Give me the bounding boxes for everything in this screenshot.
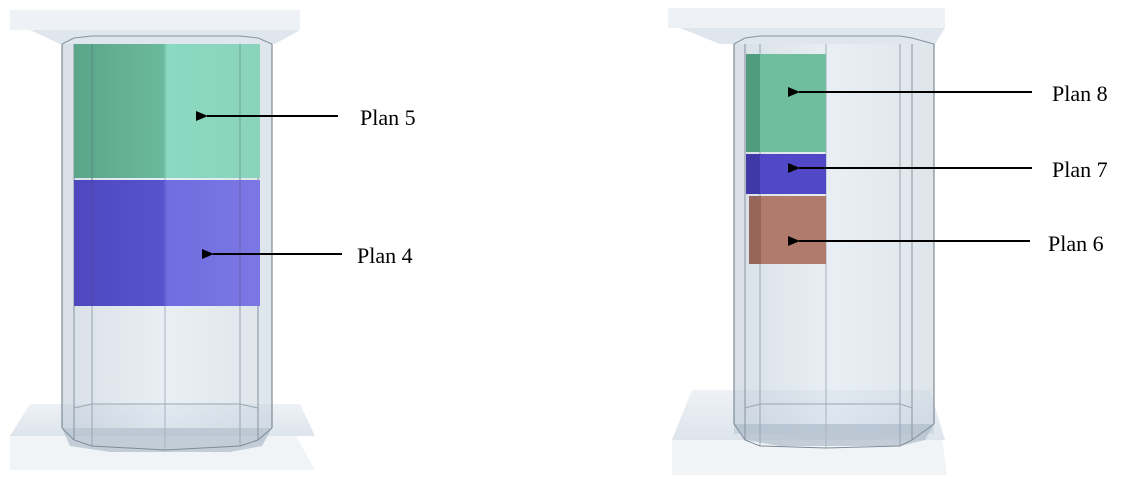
plan5-label: Plan 5 <box>360 105 416 130</box>
plan7-label: Plan 7 <box>1052 157 1108 182</box>
left-column: Plan 5 Plan 4 <box>10 10 416 470</box>
plan6-block <box>749 196 826 264</box>
plan6-label: Plan 6 <box>1048 231 1104 256</box>
plan8-label: Plan 8 <box>1052 81 1108 106</box>
left-top-plate <box>10 10 300 45</box>
plan5-block <box>74 44 260 178</box>
plan4-label: Plan 4 <box>357 243 413 268</box>
right-column: Plan 8 Plan 7 Plan 6 <box>668 8 1108 475</box>
plan4-block <box>74 180 260 306</box>
right-top-plate <box>668 8 945 45</box>
